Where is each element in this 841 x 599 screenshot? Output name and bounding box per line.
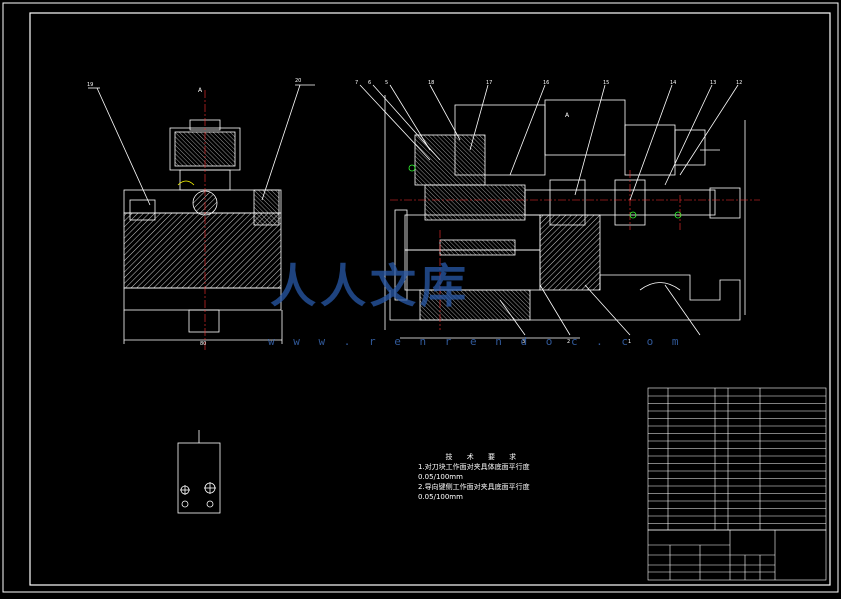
svg-text:16: 16	[543, 80, 549, 86]
detail-view	[177, 430, 221, 514]
bolt-marker	[408, 164, 416, 172]
callout-19: 19	[87, 82, 93, 88]
note-line: 0.05/100mm	[418, 473, 463, 481]
svg-text:13: 13	[710, 80, 716, 86]
notes-title: 技 术 要 求	[445, 453, 523, 461]
svg-text:3: 3	[522, 339, 525, 345]
part-callouts-bottom: 3 2 1	[522, 339, 631, 345]
svg-text:2: 2	[567, 339, 570, 345]
svg-text:18: 18	[428, 80, 434, 86]
technical-requirements: 技 术 要 求 1.对刀块工作面对夹具体底面平行度 0.05/100mm 2.导…	[418, 452, 530, 502]
right-view	[359, 84, 760, 339]
note-line: 1.对刀块工作面对夹具体底面平行度	[418, 463, 530, 471]
watermark-url: w w w . r e n r e n d o c . c o m	[268, 335, 685, 348]
note-line: 0.05/100mm	[418, 493, 463, 501]
svg-text:7: 7	[355, 80, 358, 86]
dim-left-width: 80	[200, 341, 206, 347]
bolt-marker	[629, 211, 637, 219]
svg-text:14: 14	[670, 80, 676, 86]
section-mark-a-right: A	[565, 112, 570, 119]
title-block	[647, 529, 827, 581]
section-mark-a: A	[198, 87, 203, 94]
watermark-logo: 人人文库	[270, 259, 470, 313]
svg-text:5: 5	[385, 80, 388, 86]
svg-text:17: 17	[486, 80, 492, 86]
svg-text:1: 1	[628, 339, 631, 345]
svg-text:12: 12	[736, 80, 742, 86]
part-callouts-top: 7 6 5 18 17 16 15 14 13 12	[355, 80, 742, 86]
callout-left-right: 20	[295, 78, 301, 84]
note-line: 2.导向键侧工作面对夹具底面平行度	[418, 483, 530, 491]
parts-list	[647, 387, 827, 531]
inner-frame	[29, 12, 831, 586]
left-view	[88, 84, 315, 350]
spring-accent	[177, 180, 195, 186]
svg-text:6: 6	[368, 80, 371, 86]
bolt-marker	[674, 211, 682, 219]
svg-text:15: 15	[603, 80, 609, 86]
